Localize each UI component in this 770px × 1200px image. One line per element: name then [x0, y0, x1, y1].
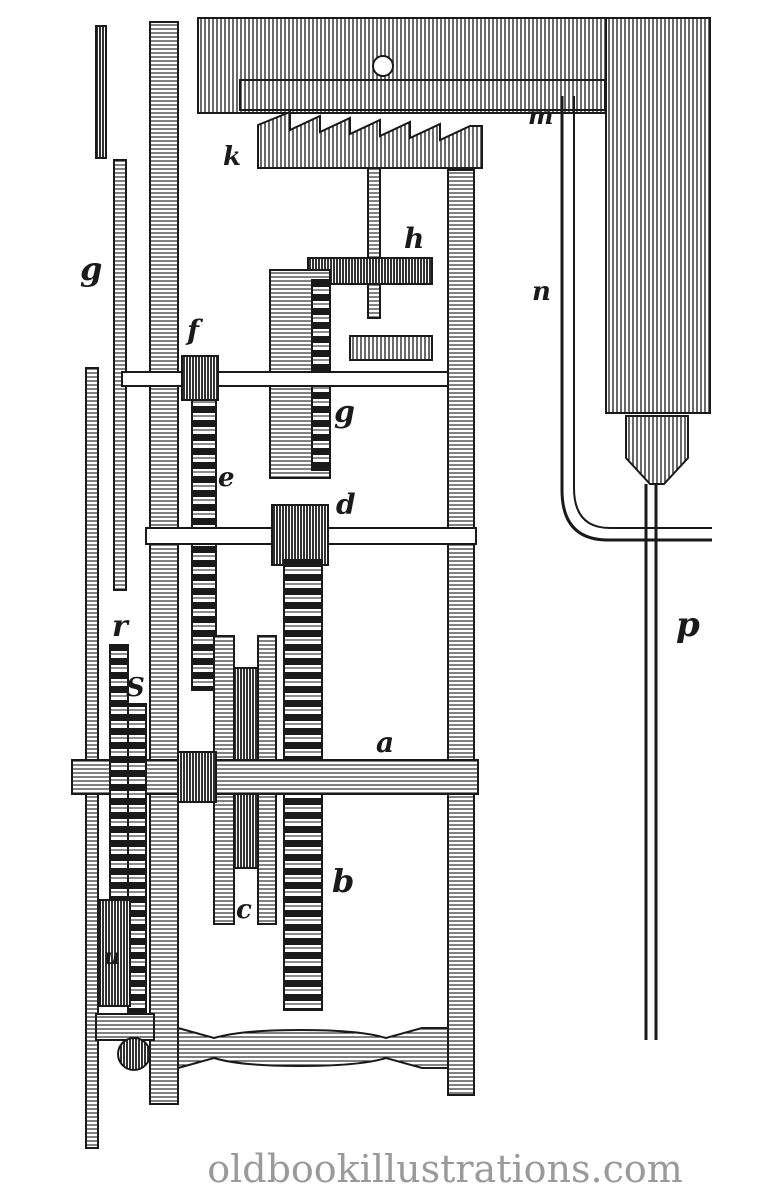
- label-c: c: [236, 895, 252, 925]
- pinion-f: [181, 355, 219, 401]
- label-b: b: [332, 862, 354, 900]
- label-k: k: [223, 142, 241, 172]
- label-a: a: [376, 726, 394, 759]
- turned-pillar: [177, 1026, 449, 1070]
- pinion-u: [99, 899, 131, 1007]
- label-n: n: [532, 277, 551, 307]
- pendulum-weight-block: [605, 17, 711, 414]
- pillar-nut: [117, 1037, 151, 1071]
- front-plate: [149, 21, 179, 1105]
- back-pillar: [447, 169, 475, 1096]
- suspension-ring: [372, 55, 394, 77]
- escape-wheel-k: [257, 110, 483, 169]
- label-u: u: [104, 944, 120, 970]
- label-d: d: [336, 488, 356, 521]
- label-r: r: [112, 609, 130, 644]
- label-s: S: [126, 673, 145, 703]
- rod-top: [95, 25, 107, 159]
- arbor-h: [367, 167, 381, 319]
- label-g-right: g: [334, 395, 355, 430]
- wheel-s: [127, 703, 147, 1013]
- label-e: e: [218, 463, 235, 493]
- crutch-and-pendulum: [560, 96, 712, 1040]
- escapement: [239, 55, 606, 361]
- pillar-foot: [95, 1013, 155, 1041]
- arbor-a-collar: [177, 751, 217, 803]
- pallet-lower: [349, 335, 433, 361]
- crutch-n: [560, 96, 712, 542]
- rod-outer: [85, 367, 99, 1149]
- pallet-bar-m: [239, 79, 606, 111]
- label-h: h: [404, 222, 424, 255]
- wheel-train: [71, 269, 479, 1071]
- pinion-d: [271, 504, 329, 566]
- label-g-left: g: [80, 250, 102, 288]
- label-f: f: [185, 314, 204, 347]
- arbor-f: [121, 371, 449, 387]
- crutch-n-inner: [573, 96, 712, 529]
- label-m: m: [528, 101, 553, 130]
- watermark: oldbookillustrations.com: [207, 1147, 683, 1191]
- pendulum-clamp: [625, 415, 689, 485]
- part-labels: k m h n g f g e d r p S a b c u: [80, 101, 700, 970]
- label-p: p: [676, 605, 700, 645]
- frame-plates: [85, 17, 711, 1149]
